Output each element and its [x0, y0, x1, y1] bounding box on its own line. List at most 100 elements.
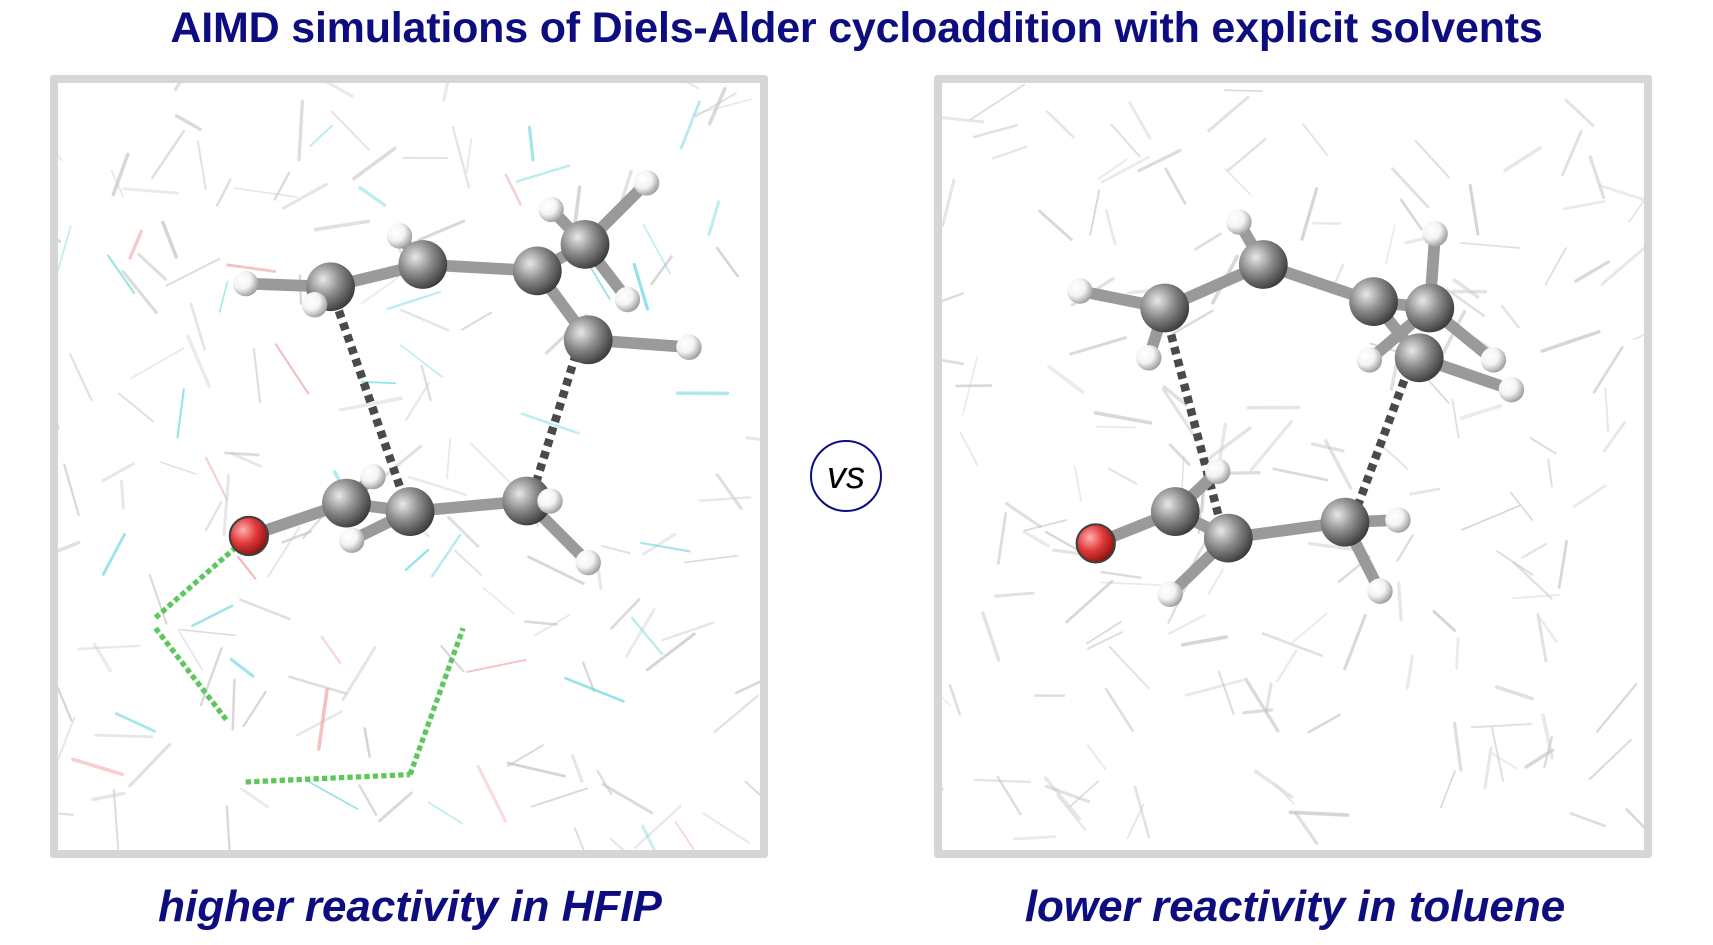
solvent-bond: [1470, 723, 1532, 729]
solvent-bond: [191, 604, 234, 628]
solvent-bond: [274, 343, 310, 395]
solvent-bond: [959, 431, 979, 466]
solvent-bond: [1604, 386, 1610, 433]
hydrogen-atom: [232, 270, 259, 297]
solvent-bond: [430, 533, 462, 578]
solvent-bond: [1500, 304, 1520, 329]
solvent-bond: [996, 512, 1008, 565]
solvent-bond: [281, 182, 329, 210]
hydrogen-atom: [1385, 507, 1411, 533]
solvent-bond: [1598, 184, 1644, 201]
solvent-bond: [1343, 613, 1367, 671]
solvent-bond: [942, 116, 985, 124]
solvent-bond: [1180, 635, 1229, 647]
solvent-bond: [1133, 785, 1151, 839]
solvent-bond: [707, 86, 727, 126]
solvent-bond: [991, 145, 1028, 160]
solvent-bond: [683, 554, 739, 564]
solvent-bond: [1043, 776, 1081, 821]
solvent-bond: [1110, 123, 1141, 158]
solvent-bond: [420, 364, 432, 402]
solvent-bond: [1628, 199, 1644, 223]
solvent-bond: [1273, 782, 1296, 805]
solvent-bond: [224, 451, 260, 457]
solvent-bond: [534, 614, 571, 637]
solvent-bond: [1171, 309, 1214, 336]
forming-bond: [1160, 309, 1228, 534]
hydrogen-bond: [153, 533, 251, 620]
solvent-bond: [281, 530, 312, 544]
solvent-bond: [91, 791, 126, 802]
hydrogen-atom: [614, 286, 641, 313]
solvent-bond: [691, 98, 753, 116]
solvent-bond: [110, 169, 125, 198]
solvent-bond: [1244, 677, 1280, 733]
toluene-molecular-snapshot: [942, 83, 1644, 846]
solvent-bond: [1065, 579, 1114, 624]
solvent-bond: [229, 657, 255, 678]
solvent-bond: [58, 716, 76, 763]
solvent-bond: [215, 178, 232, 207]
solvent-bond: [507, 744, 544, 768]
solvent-bond: [399, 308, 450, 332]
solvent-bond: [1391, 167, 1430, 209]
solvent-bond: [610, 598, 641, 630]
solvent-bond: [1632, 333, 1644, 341]
solvent-bond: [573, 827, 585, 850]
solvent-bond: [1100, 570, 1142, 579]
solvent-bond: [1405, 654, 1415, 690]
carbon-atom: [1140, 283, 1190, 333]
solvent-bond: [71, 757, 124, 777]
hfip-simulation-panel: [50, 75, 768, 858]
solvent-bond: [1089, 189, 1101, 236]
solvent-bond: [161, 220, 179, 259]
hydrogen-atom: [537, 488, 563, 514]
solvent-bond: [1044, 784, 1090, 804]
solvent-bond: [454, 549, 483, 576]
solvent-bond: [1164, 167, 1187, 205]
solvent-bond: [225, 805, 231, 850]
solvent-bond: [1544, 247, 1567, 286]
solvent-bond: [1399, 198, 1423, 231]
solvent-bond: [1512, 594, 1560, 600]
solvent-bond: [178, 628, 236, 637]
solvent-bond: [1432, 609, 1457, 632]
solvent-bond: [306, 780, 359, 811]
solvent-bond: [698, 496, 752, 502]
solvent-bond: [1128, 101, 1152, 140]
hydrogen-atom: [1157, 581, 1183, 608]
solvent-bond: [715, 246, 740, 278]
solvent-bond: [1045, 110, 1076, 139]
solvent-bond: [1310, 442, 1345, 453]
solvent-bond: [417, 219, 466, 242]
solvent-bond: [1503, 146, 1542, 172]
solvent-bond: [1100, 155, 1151, 184]
solvent-bond: [267, 525, 301, 578]
solvent-bond: [68, 353, 93, 402]
solvent-bond: [404, 382, 430, 422]
solvent-bond: [609, 837, 626, 850]
solvent-bond: [1104, 687, 1134, 732]
solvent-bond: [230, 452, 263, 468]
vs-badge: vs: [810, 440, 882, 512]
hydrogen-atom: [386, 223, 413, 249]
solvent-bond: [686, 83, 700, 90]
solvent-bond: [633, 804, 682, 849]
solvent-bond: [1396, 534, 1414, 562]
solvent-bond: [650, 255, 673, 286]
solvent-bond: [632, 262, 650, 311]
solvent-bond: [1069, 336, 1128, 356]
solvent-bond: [242, 690, 267, 728]
solvent-bond: [1529, 436, 1557, 455]
solvent-bond: [1592, 345, 1624, 394]
solvent-bond: [130, 347, 185, 380]
solvent-bond: [661, 621, 715, 642]
solvent-bond: [273, 171, 291, 201]
solvent-bond: [320, 635, 342, 665]
solvent-bond: [630, 616, 664, 656]
solvent-bond: [58, 238, 62, 244]
solvent-bond: [1461, 504, 1521, 531]
solvent-bond: [596, 769, 613, 796]
solvent-bond: [465, 137, 473, 174]
solvent-bond: [1588, 738, 1632, 781]
